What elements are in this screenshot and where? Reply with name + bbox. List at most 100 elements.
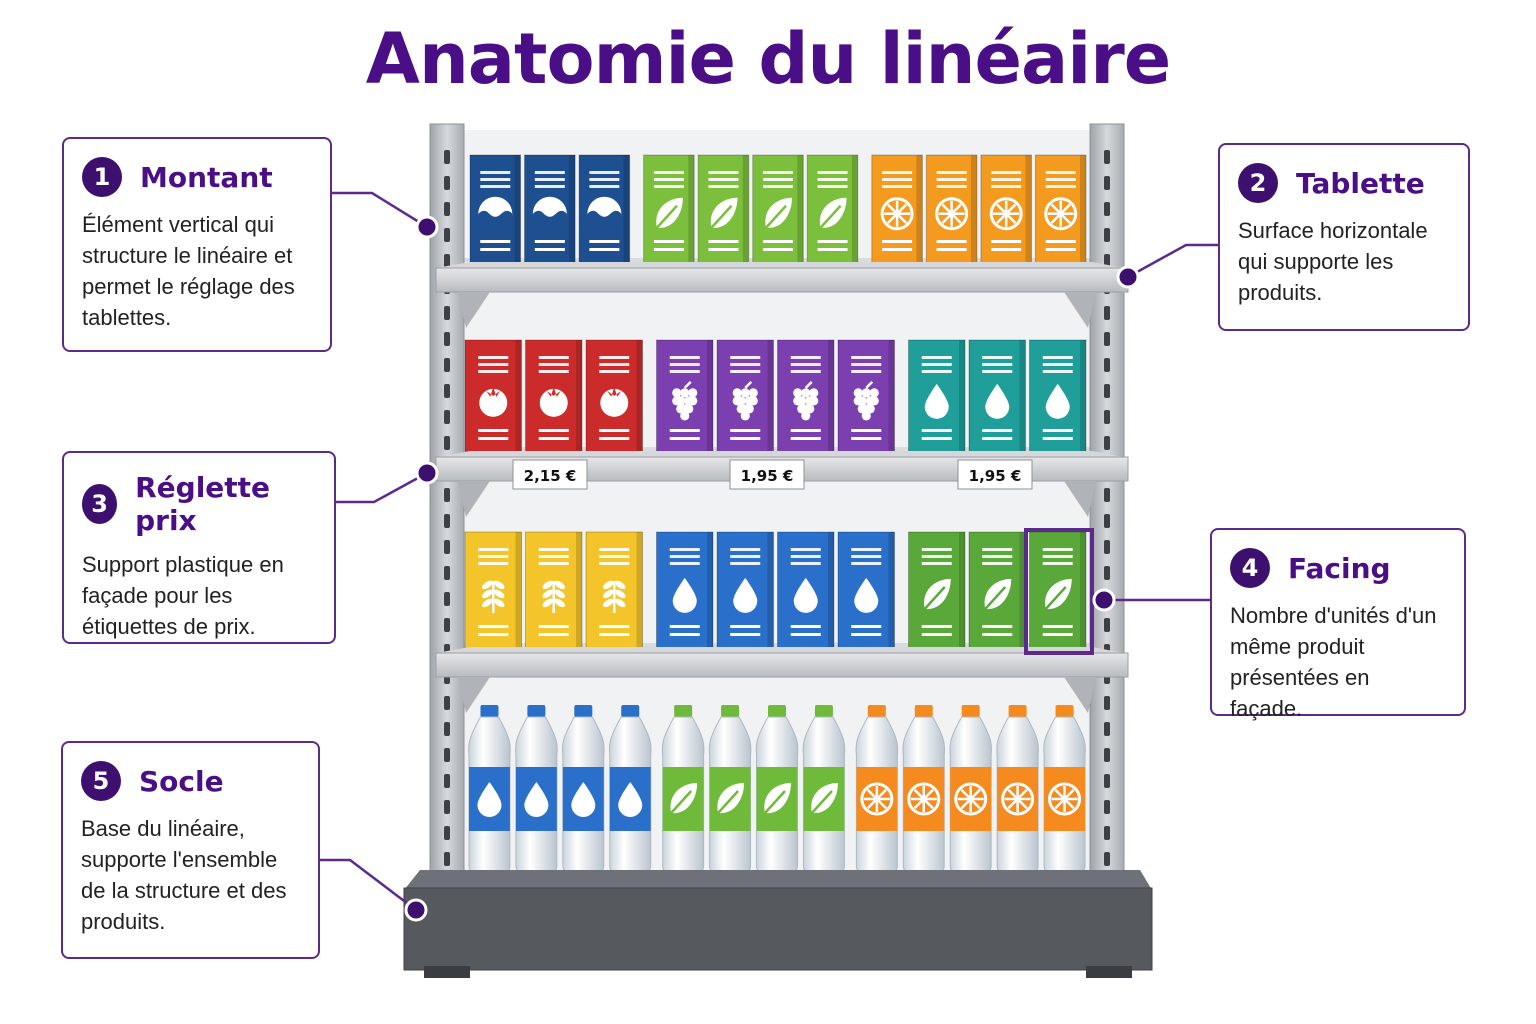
callout-number-badge: 2 [1238,163,1278,203]
leaf-icon [810,783,838,814]
product-box [1029,339,1087,458]
product-bottle [802,705,846,873]
callout-label: Réglette prix [135,471,271,537]
product-bottle [708,705,752,873]
upright-slot [444,332,450,346]
callout-reglette-prix: 3 Réglette prix Support plastique en faç… [62,451,336,644]
connector-lines [320,191,1218,911]
callout-facing: 4 Facing Nombre d'unités d'un même produ… [1210,528,1466,721]
upright-slot [1104,202,1110,216]
upright-slot [1104,150,1110,164]
product-bottle [468,705,511,873]
product-bottle [608,705,652,873]
leaf-icon [923,578,951,610]
upright-slot [1104,774,1110,788]
upright-slot [444,852,450,866]
price-tag: 1,95 € [729,459,805,490]
drop-icon [924,383,949,419]
product-box [524,154,576,269]
callout-label: Montant [140,160,273,194]
product-box [980,154,1032,269]
shelf-bracket [1064,481,1096,517]
product-box [585,339,643,458]
upright-slot [444,436,450,450]
base-foot-right [1086,966,1132,978]
upright-slot [444,696,450,710]
product-bottle [755,705,799,873]
upright-slot [1104,566,1110,580]
product-box [925,154,978,269]
upright-slot [444,826,450,840]
shelf-bracket [1064,677,1096,713]
callout-number-badge: 4 [1230,548,1270,588]
upright-slot [1104,410,1110,424]
product-bottle [996,705,1039,873]
grape-icon [732,380,758,421]
tomato-icon [479,386,508,417]
callout-tablette: 2 Tablette Surface horizontale qui suppo… [1218,143,1470,331]
drop-icon [1045,383,1070,419]
upright-slot [1104,514,1110,528]
base-foot-left [424,966,470,978]
water-wave-icon [532,196,567,233]
product-box [777,531,835,654]
shelf-bracket [458,481,490,517]
product-bottle [855,705,899,873]
orange-slice-icon [954,782,988,816]
product-bottle [1043,705,1086,873]
upright-slot [444,306,450,320]
upright-slot [1104,254,1110,268]
product-box [837,531,895,654]
price-tag: 2,15 € [512,459,588,490]
water-wave-icon [587,196,622,233]
upright-slot [444,540,450,554]
upright-slot [1104,618,1110,632]
product-bottle [515,705,558,873]
upright-slot [444,566,450,580]
product-bottle [902,705,946,873]
callout-description: Élément vertical qui structure le linéai… [82,212,295,330]
upright-slot [1104,436,1110,450]
callout-description: Base du linéaire, supporte l'ensemble de… [81,816,287,934]
product-box [968,339,1026,458]
upright-slot [444,618,450,632]
product-box [525,339,583,458]
product-box [585,531,643,654]
grape-icon [853,380,879,421]
upright-slot [444,384,450,398]
orange-slice-icon [935,197,969,231]
drop-icon [733,577,758,613]
orange-slice-icon [860,782,894,816]
upright-slot [1104,306,1110,320]
upright-slot [444,176,450,190]
product-box [643,154,695,269]
shelf-board-front [435,652,1129,678]
wheat-icon [482,580,505,613]
drop-icon [524,782,549,817]
upright-slot [444,202,450,216]
product-box [806,154,859,269]
drop-icon [793,577,818,613]
leaf-icon [819,197,847,229]
facing-highlight [1024,528,1094,655]
callout-description: Nombre d'unités d'un même produit présen… [1230,603,1437,721]
product-box [656,339,714,458]
leaf-icon [764,783,791,814]
callout-label: Facing [1288,551,1391,585]
leaf-icon [717,783,745,814]
connector-dots [404,215,1140,922]
leaf-icon [655,197,683,229]
drop-icon [477,782,502,817]
callout-description: Surface horizontale qui supporte les pro… [1238,218,1428,305]
product-box [656,531,714,654]
product-box [464,339,522,458]
wheat-icon [603,580,626,613]
shelf-bracket [1064,292,1096,328]
upright-slot [1104,358,1110,372]
upright-slot [1104,800,1110,814]
page-title: Anatomie du linéaire [365,18,1171,100]
drop-icon [618,782,643,817]
callout-description: Support plastique en façade pour les éti… [82,552,284,639]
upright-slot [1104,176,1110,190]
